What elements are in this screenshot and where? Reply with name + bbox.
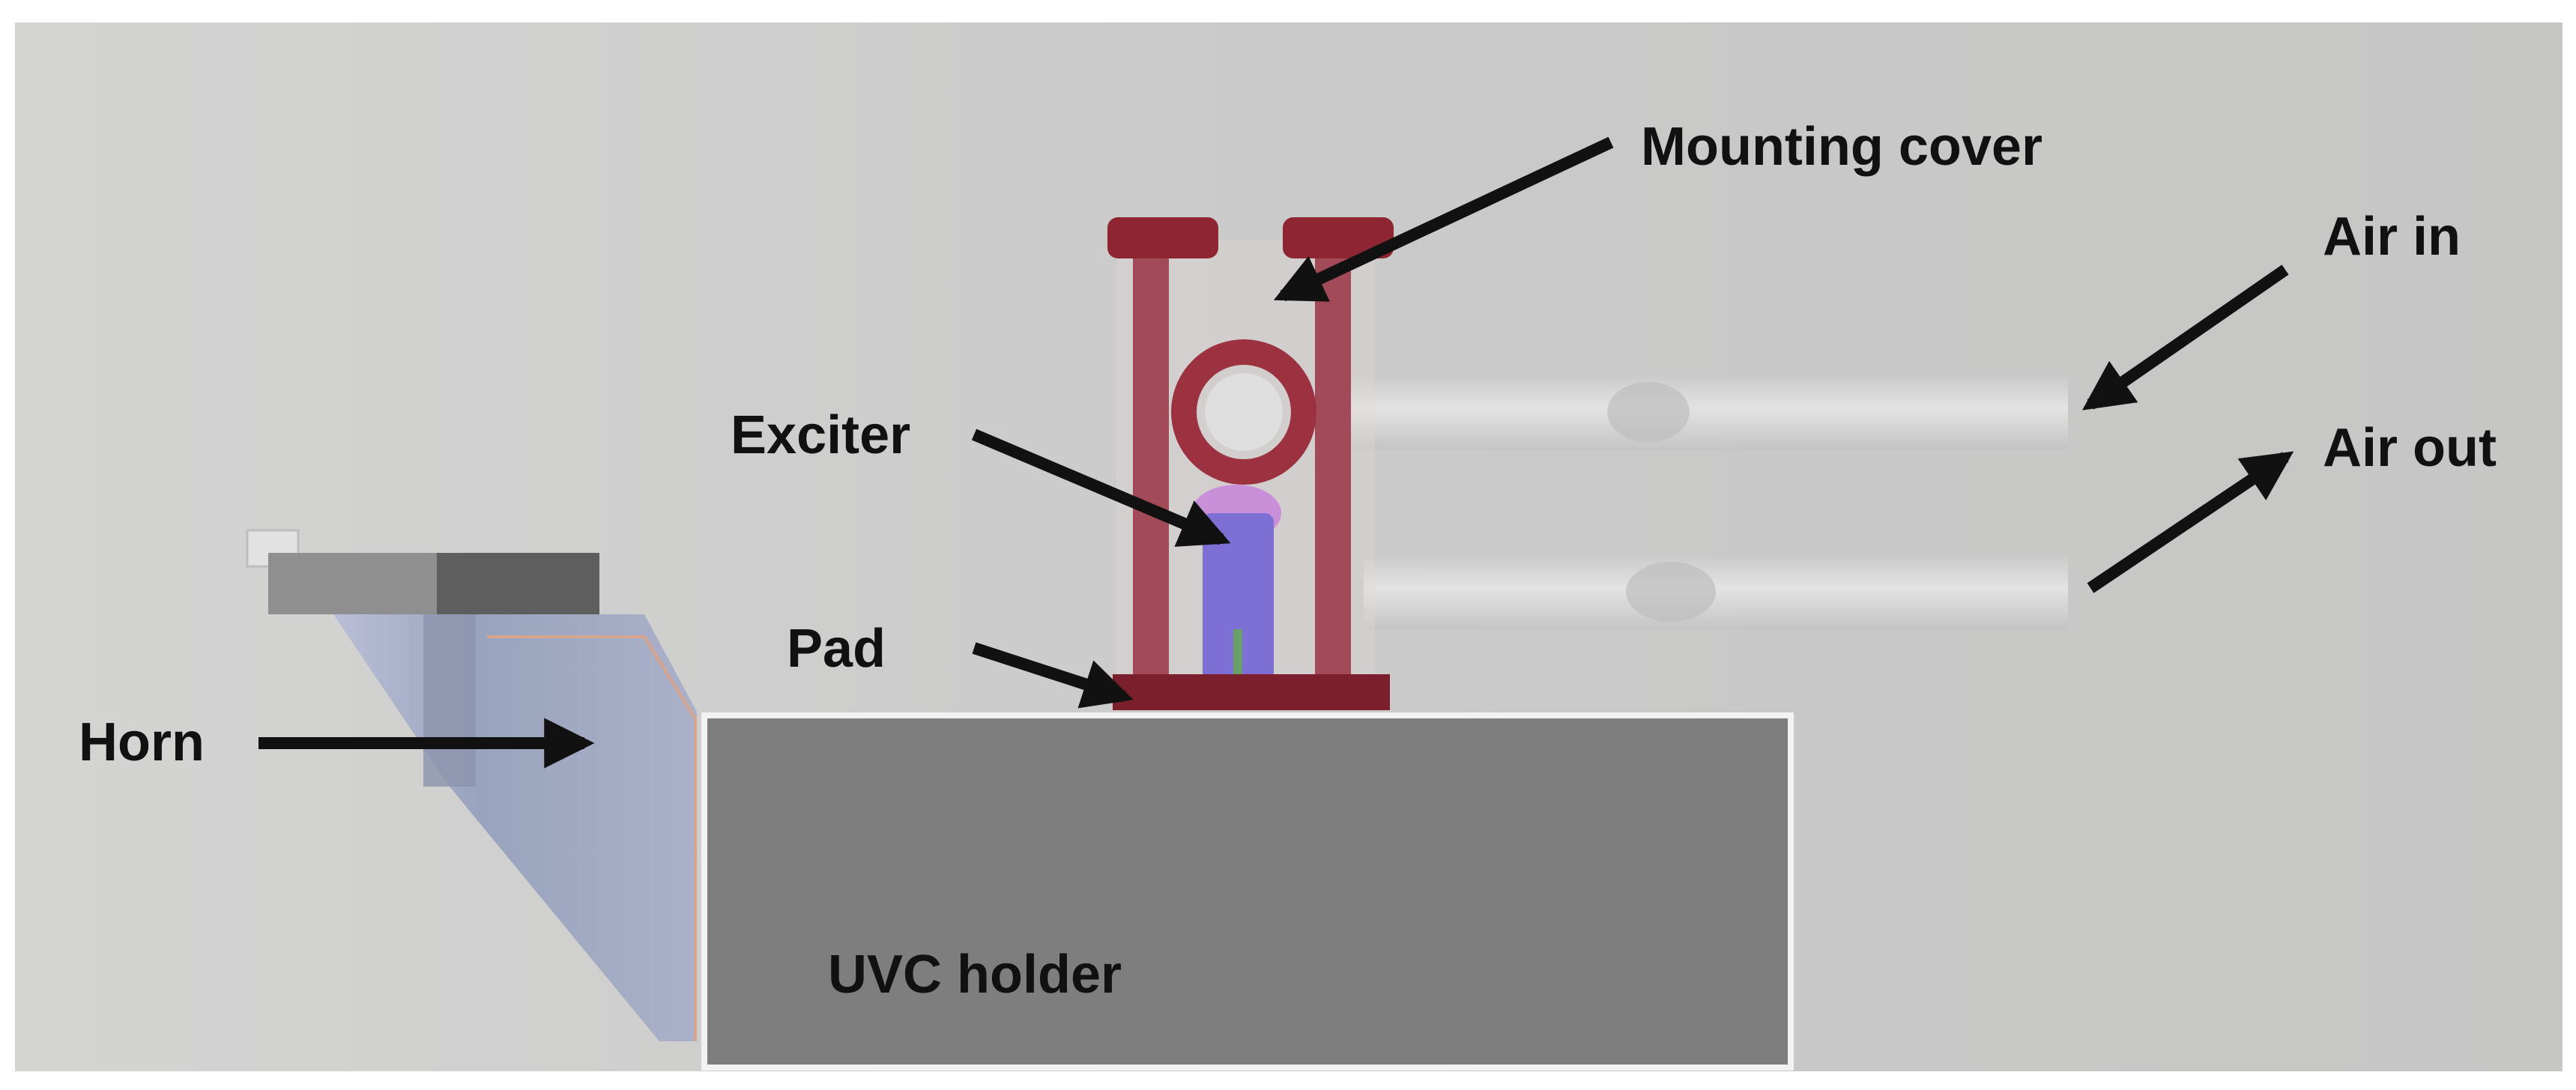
horn-stem	[423, 614, 476, 787]
mounting-cover-assembly	[1107, 217, 1394, 710]
horn-label: Horn	[79, 712, 205, 772]
air-in-tube	[1349, 375, 2068, 449]
exciter-foot-gap	[1233, 629, 1242, 682]
air-out-label: Air out	[2323, 418, 2497, 478]
horn-top-plate-dark	[437, 553, 599, 614]
air-out-tube-coupling	[1626, 562, 1716, 622]
air-inlet-ring-core	[1205, 373, 1283, 451]
pad-arrow	[972, 642, 1134, 709]
pad-plate	[1113, 674, 1390, 710]
air-in-arrow	[2081, 264, 2289, 411]
mounting-cover-left-post	[1133, 247, 1169, 704]
mounting-cover-arrow	[1273, 136, 1614, 302]
horn-body-edge	[487, 635, 697, 1041]
horn-assembly	[246, 529, 697, 1041]
mounting-cover-left-cap	[1107, 217, 1218, 258]
exciter-body	[1203, 513, 1274, 682]
mounting-cover-label: Mounting cover	[1641, 117, 2043, 177]
horn-top-plate-light	[268, 553, 437, 614]
mounting-cover-right-cap	[1283, 217, 1394, 258]
air-tubes	[1349, 375, 2068, 629]
uvc-holder-label: UVC holder	[828, 945, 1122, 1005]
air-in-label: Air in	[2323, 207, 2461, 267]
annotation-arrows	[258, 136, 2294, 769]
air-in-tube-coupling	[1607, 382, 1690, 442]
uvc-holder-block	[701, 712, 1794, 1071]
exciter-arrow	[971, 429, 1231, 547]
air-out-arrow	[2087, 451, 2294, 593]
exciter-label: Exciter	[731, 405, 910, 465]
pad-label: Pad	[787, 619, 886, 679]
mounting-cover-right-post	[1315, 247, 1351, 704]
air-inlet-ring	[1171, 339, 1316, 485]
